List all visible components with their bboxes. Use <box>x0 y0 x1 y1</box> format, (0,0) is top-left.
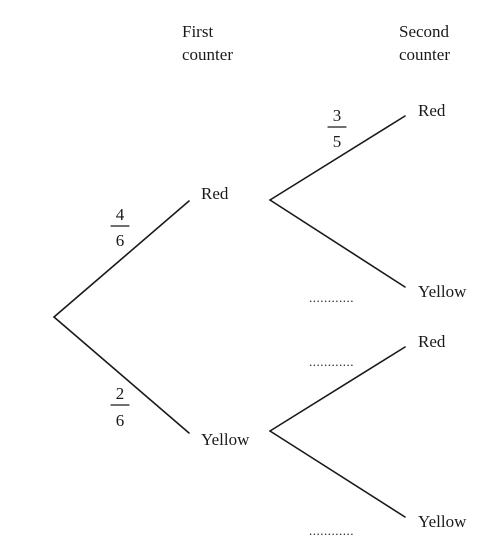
answer-blank-yellow-red[interactable]: ............ <box>309 354 354 369</box>
fraction-red-red-numerator: 3 <box>333 106 342 125</box>
fraction-first-red: 4 6 <box>110 205 130 250</box>
branch-first-yellow <box>53 316 190 434</box>
second-counter-header-line1: Second <box>399 22 450 41</box>
fraction-first-yellow-denominator: 6 <box>116 411 125 430</box>
fraction-red-red: 3 5 <box>327 106 347 151</box>
fraction-first-red-numerator: 4 <box>116 205 125 224</box>
node-first-red: Red <box>201 184 229 203</box>
node-first-yellow: Yellow <box>201 430 250 449</box>
node-red-red: Red <box>418 101 446 120</box>
second-counter-header-line2: counter <box>399 45 450 64</box>
fraction-first-red-denominator: 6 <box>116 231 125 250</box>
node-yellow-red: Red <box>418 332 446 351</box>
node-red-yellow: Yellow <box>418 282 467 301</box>
node-yellow-yellow: Yellow <box>418 512 467 531</box>
branch-first-red <box>53 200 190 318</box>
answer-blank-red-yellow[interactable]: ............ <box>309 290 354 305</box>
fraction-first-yellow: 2 6 <box>110 384 130 430</box>
branch-red-yellow <box>269 199 406 288</box>
fraction-red-red-denominator: 5 <box>333 132 342 151</box>
answer-blank-yellow-yellow[interactable]: ............ <box>309 523 354 538</box>
branch-yellow-yellow <box>269 430 406 518</box>
first-counter-header-line1: First <box>182 22 213 41</box>
fraction-first-yellow-numerator: 2 <box>116 384 125 403</box>
first-counter-header-line2: counter <box>182 45 233 64</box>
branch-yellow-red <box>269 346 406 432</box>
branch-red-red <box>269 115 406 201</box>
